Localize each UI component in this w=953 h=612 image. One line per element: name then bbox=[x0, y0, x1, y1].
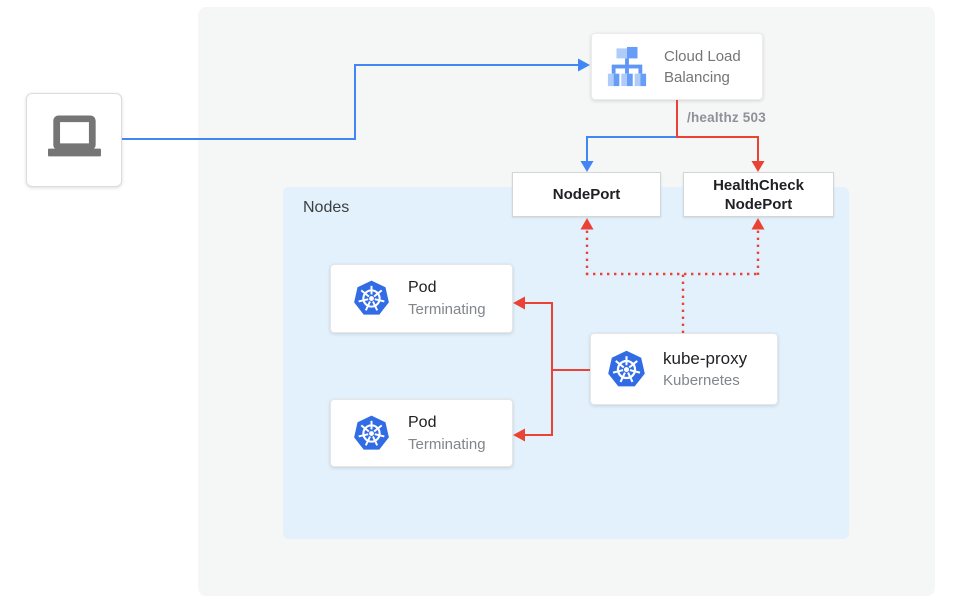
pod-terminating-node-2: Pod Terminating bbox=[330, 399, 513, 467]
nodeport-label: NodePort bbox=[552, 186, 621, 203]
pod-title: Pod bbox=[408, 413, 437, 431]
nodes-group-label: Nodes bbox=[303, 199, 350, 216]
client-node bbox=[26, 93, 122, 187]
kube-proxy-title: kube-proxy bbox=[663, 349, 748, 368]
laptop-icon bbox=[43, 114, 105, 166]
pod-title: Pod bbox=[408, 279, 437, 296]
healthz-edge-label: /healthz 503 bbox=[687, 110, 766, 125]
healthcheck-nodeport-label: HealthCheck NodePort bbox=[713, 176, 804, 213]
cloud-load-balancing-icon bbox=[604, 46, 650, 88]
nodeport-node: NodePort bbox=[512, 172, 661, 217]
healthcheck-nodeport-node: HealthCheck NodePort bbox=[683, 172, 834, 217]
kubernetes-icon bbox=[606, 349, 647, 390]
kube-proxy-subtitle: Kubernetes bbox=[663, 372, 740, 389]
pod-terminating-node-1: Pod Terminating bbox=[330, 264, 513, 333]
kubernetes-icon bbox=[352, 414, 391, 453]
kube-proxy-node: kube-proxy Kubernetes bbox=[590, 333, 778, 405]
cloud-load-balancing-label: Cloud Load Balancing bbox=[664, 47, 741, 86]
pod-status: Terminating bbox=[408, 301, 486, 318]
kubernetes-icon bbox=[352, 279, 391, 318]
cloud-load-balancing-node: Cloud Load Balancing bbox=[591, 33, 763, 100]
pod-status: Terminating bbox=[408, 435, 486, 453]
